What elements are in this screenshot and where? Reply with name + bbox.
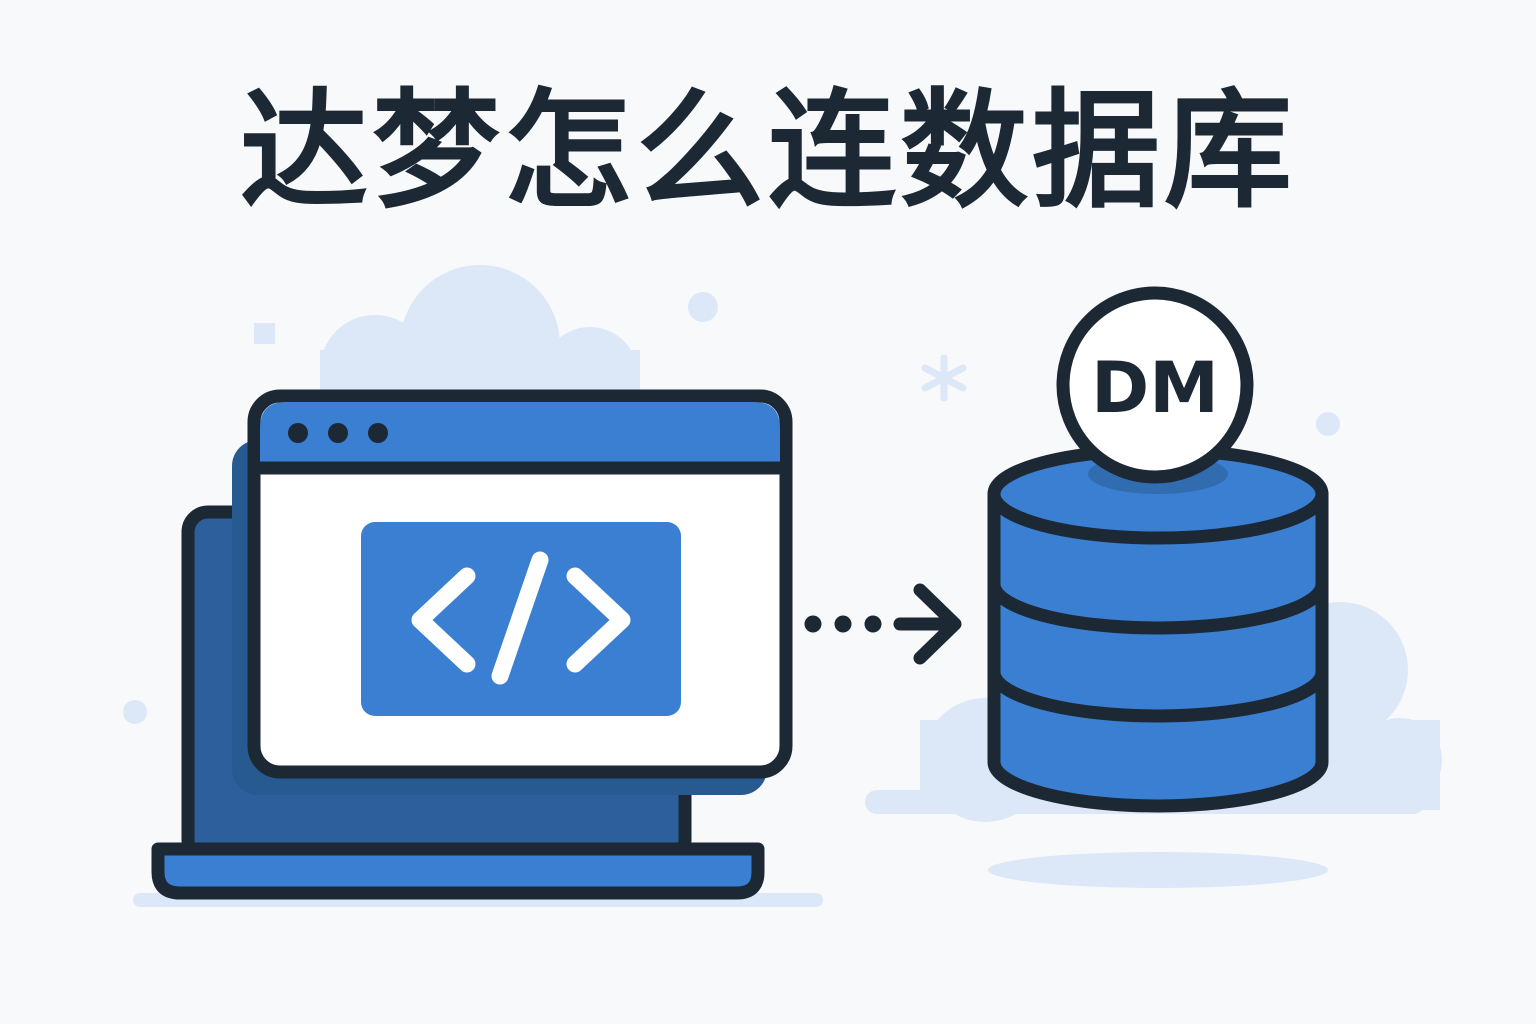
- database-cylinder-icon: [987, 443, 1329, 813]
- laptop-base: [151, 842, 765, 900]
- page-title: 达梦怎么连数据库: [239, 77, 1296, 226]
- dot-icon: [688, 292, 718, 322]
- browser-titlebar: [260, 402, 780, 462]
- dot-icon: [123, 700, 147, 724]
- window-dot-icon: [328, 423, 348, 443]
- dot-icon: [1316, 412, 1340, 436]
- window-dot-icon: [368, 423, 388, 443]
- window-dot-icon: [288, 423, 308, 443]
- database-shadow: [988, 852, 1328, 888]
- code-brackets-icon: [361, 522, 681, 716]
- dotted-arrow-icon: [804, 583, 962, 665]
- sparkle-icon: [921, 354, 967, 402]
- square-dot-icon: [254, 323, 275, 344]
- dm-badge: DM: [1056, 286, 1254, 484]
- browser-window-icon: [247, 389, 793, 779]
- laptop-icon: [151, 389, 793, 900]
- dm-badge-label: DM: [1091, 347, 1219, 429]
